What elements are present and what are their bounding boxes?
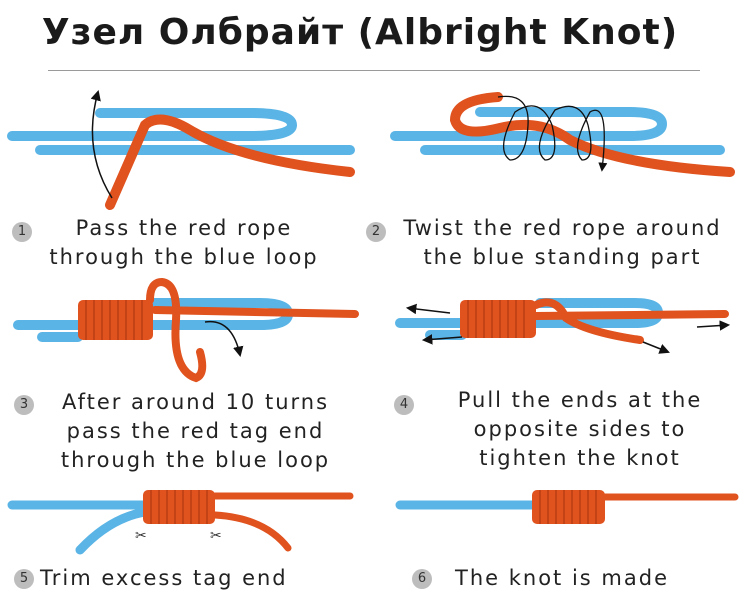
step-1-caption: Pass the red rope through the blue loop: [24, 214, 344, 272]
step-2-badge: 2: [366, 222, 386, 242]
arrow: [204, 320, 244, 358]
step-4-line-2: opposite sides to: [473, 417, 687, 441]
step-6-line-1: The knot is made: [455, 566, 669, 590]
red-rope: [151, 306, 359, 318]
step-1-line-2: through the blue loop: [49, 245, 319, 269]
step-6-illustration: [395, 490, 739, 524]
step-4-illustration: [395, 298, 731, 354]
blue-rope: [7, 108, 298, 141]
step-1-badge: 1: [12, 222, 32, 242]
blue-tag-end: [75, 507, 150, 555]
step-5-caption: Trim excess tag end: [40, 564, 315, 593]
arrow-down-right: [642, 341, 670, 354]
red-tag-end: [146, 277, 207, 383]
step-2-caption: Twist the red rope around the blue stand…: [385, 214, 740, 272]
scissors-icon: ✂: [210, 528, 222, 544]
step-3-illustration: [13, 277, 359, 383]
step-5-illustration: ✂ ✂: [7, 490, 354, 555]
step-4-line-3: tighten the knot: [479, 446, 681, 470]
arrow-left-top: [405, 303, 451, 315]
red-wraps: [532, 490, 605, 524]
step-2-illustration: [390, 92, 735, 177]
red-rope: [105, 114, 355, 210]
step-1-line-1: Pass the red rope: [75, 216, 293, 240]
step-4-caption: Pull the ends at the opposite sides to t…: [415, 386, 745, 473]
red-wraps: [460, 300, 536, 338]
diagram-title: Узел Олбрайт (Albright Knot): [41, 12, 679, 53]
step-4-line-1: Pull the ends at the: [457, 388, 703, 412]
red-tag-end: [532, 298, 644, 344]
step-5-line-1: Trim excess tag end: [40, 566, 288, 590]
scissors-icon: ✂: [135, 528, 147, 544]
step-3-line-1: After around 10 turns: [61, 390, 330, 414]
step-2-line-1: Twist the red rope around: [403, 216, 722, 240]
step-3-line-2: pass the red tag end: [66, 419, 325, 443]
step-3-line-3: through the blue loop: [60, 448, 331, 472]
step-3-caption: After around 10 turns pass the red tag e…: [38, 388, 353, 475]
red-wraps: [143, 490, 215, 524]
step-4-badge: 4: [394, 395, 414, 415]
step-6-caption: The knot is made: [455, 564, 705, 593]
step-2-line-2: the blue standing part: [423, 245, 702, 269]
red-rope: [449, 92, 735, 177]
red-tag-end: [211, 511, 292, 552]
step-5-badge: 5: [14, 569, 34, 589]
arrow-right: [696, 320, 731, 331]
step-3-badge: 3: [14, 395, 34, 415]
twist-arrow: [497, 95, 608, 172]
arrow: [90, 89, 113, 199]
title-divider: [48, 70, 700, 71]
arrow-left-bottom: [421, 334, 463, 345]
step-1-illustration: [7, 89, 355, 210]
step-6-badge: 6: [412, 569, 432, 589]
blue-rope: [390, 107, 668, 141]
